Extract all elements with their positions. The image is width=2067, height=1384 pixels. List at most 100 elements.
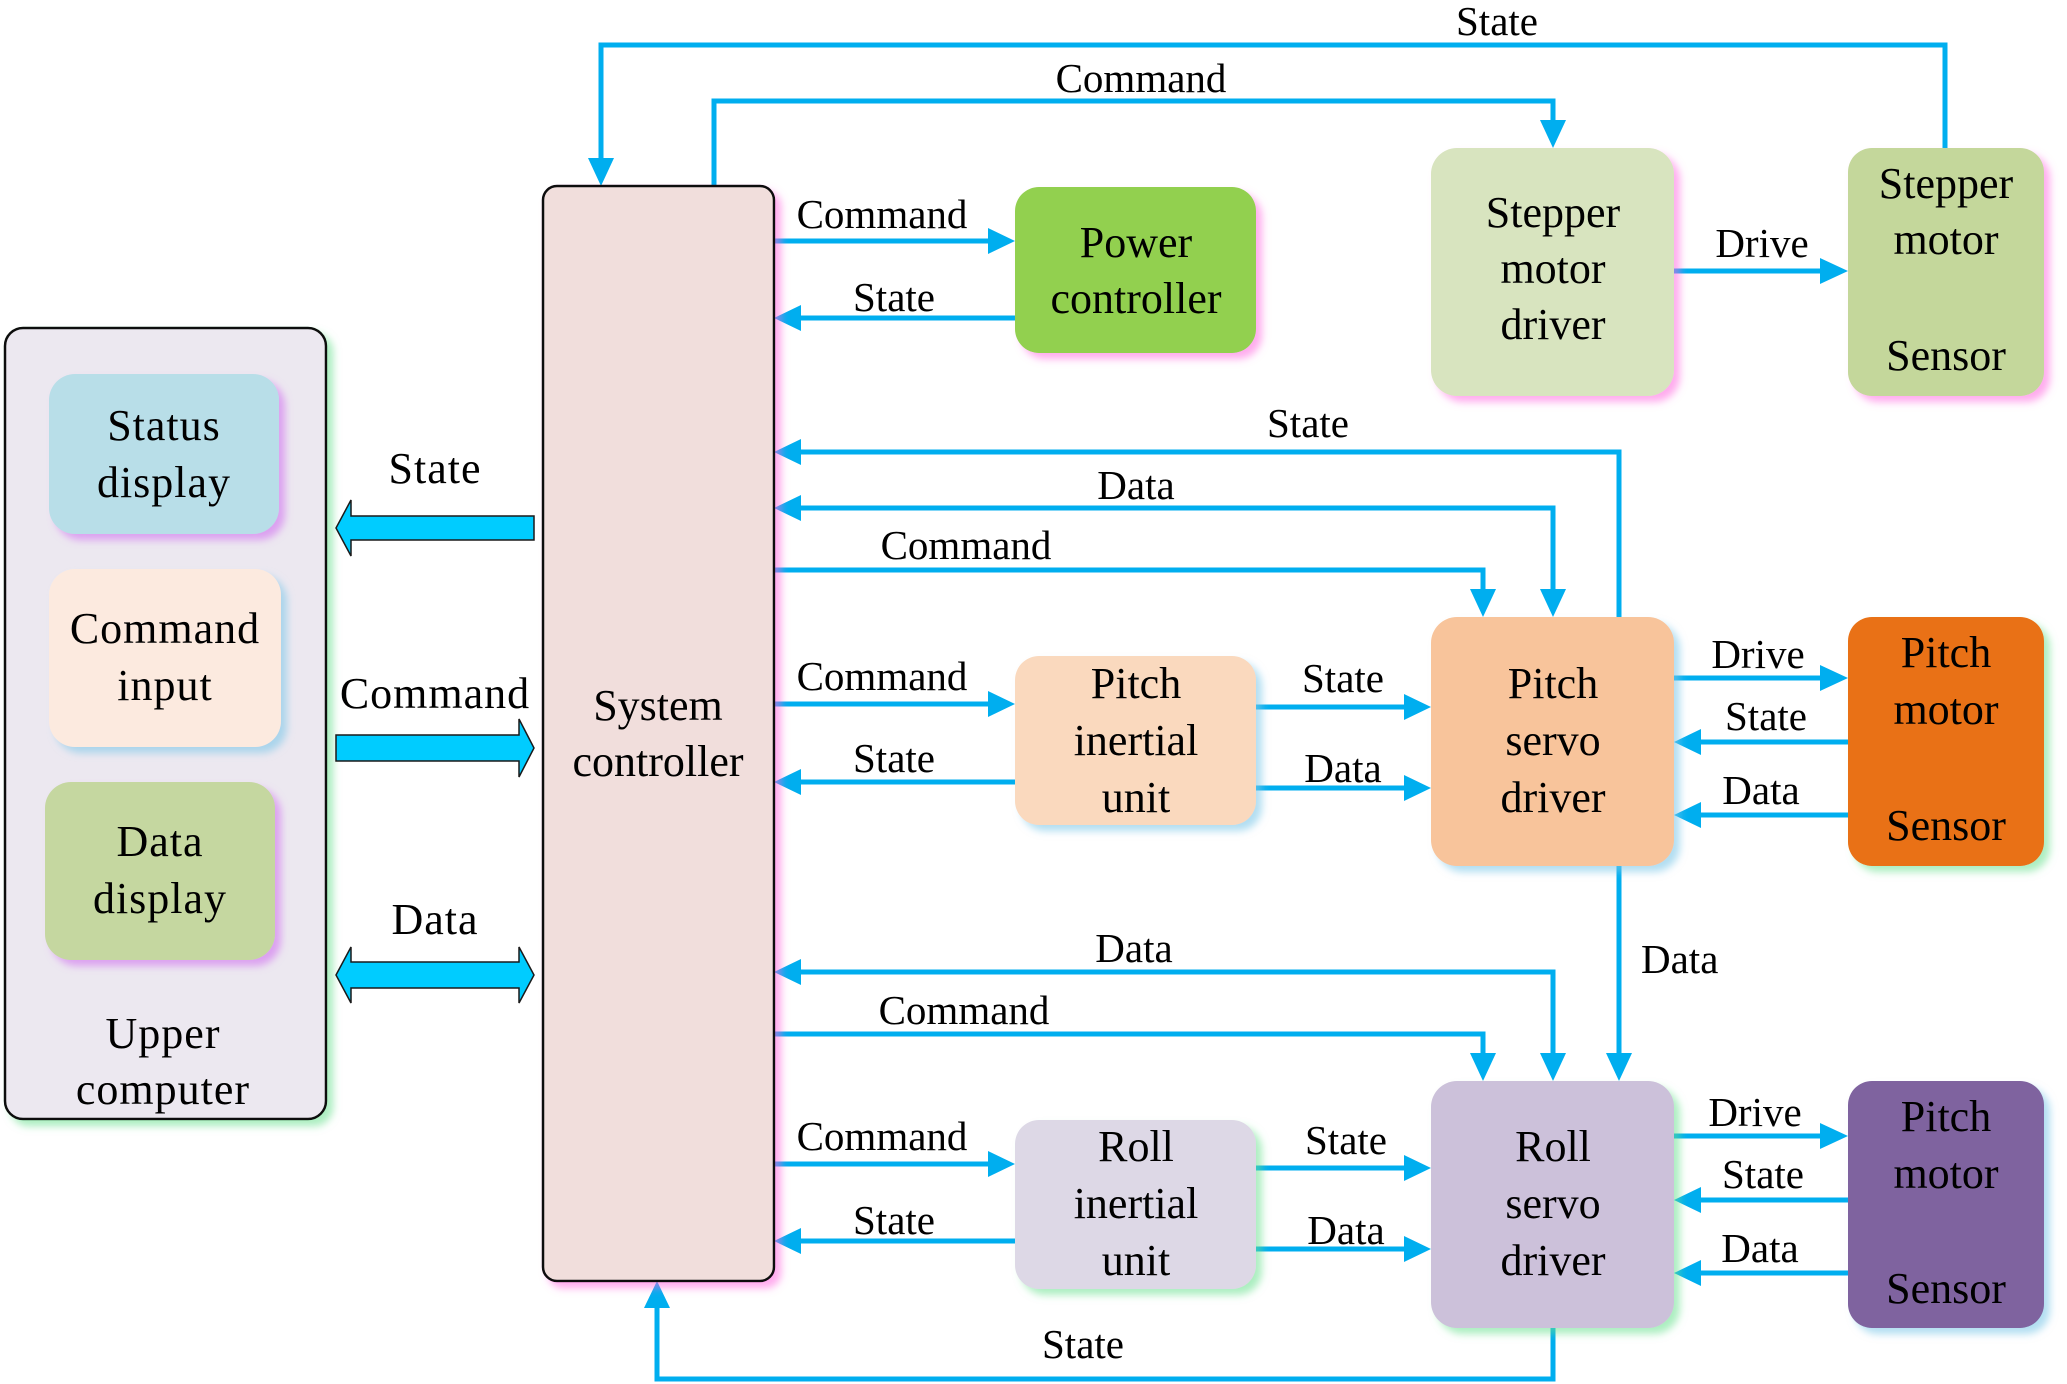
node-label-line: Roll [1515, 1122, 1591, 1171]
edge-label: State [389, 444, 482, 493]
roll-inertial-unit[interactable]: Roll inertial unit [1015, 1120, 1256, 1289]
arrowhead-icon [1674, 802, 1701, 828]
arrowhead-icon [1674, 1260, 1701, 1286]
node-label-line: Stepper [1879, 159, 2014, 208]
upper-computer[interactable]: Status display Command input Data displa… [3, 326, 328, 1121]
arrowhead-icon [774, 959, 801, 985]
arrowhead-icon [988, 691, 1015, 717]
node-label-line: servo [1505, 716, 1600, 765]
pitch-servo-driver[interactable]: Pitch servo driver [1431, 617, 1674, 866]
node-label-line: Upper [106, 1009, 221, 1058]
node-label-line: Pitch [1901, 1092, 1991, 1141]
edge-label: State [1456, 0, 1538, 44]
edge-label: State [1305, 1117, 1387, 1163]
edge-roll-motor-data: Data [1674, 1225, 1848, 1286]
node-label-line: inertial [1074, 716, 1199, 765]
pitch-inertial-unit[interactable]: Pitch inertial unit [1015, 656, 1256, 825]
edge-roll-motor-state: State [1674, 1151, 1848, 1213]
edge-uc-data: Data [335, 895, 535, 1004]
edge-label: Data [1304, 745, 1381, 791]
edge-label: Data [1641, 936, 1718, 982]
arrowhead-icon [1674, 729, 1701, 755]
roll-inertial-box [1015, 1120, 1256, 1289]
edge-label: Command [797, 1113, 968, 1159]
node-label-line: Command [70, 604, 260, 653]
edge-label: Drive [1711, 631, 1804, 677]
node-label-line: motor [1893, 685, 1998, 734]
stepper-driver-box [1431, 148, 1674, 396]
node-label-line: Data [116, 817, 203, 866]
edge-label: Command [879, 987, 1050, 1033]
arrowhead-icon [1540, 1053, 1566, 1081]
arrowhead-icon [1470, 1053, 1496, 1081]
node-label-line: Sensor [1886, 331, 2006, 380]
edge-pitch-iu-state: State [1256, 655, 1431, 720]
fat-arrow-right-icon [335, 718, 535, 778]
arrowhead-icon [774, 305, 801, 331]
command-input-box [49, 569, 281, 747]
node-label-line: Stepper [1486, 188, 1621, 237]
command-input[interactable]: Command input [49, 569, 281, 747]
edge-pitch-state-up: State [774, 400, 1622, 617]
roll-servo-box [1431, 1081, 1674, 1328]
edge-label: Command [1056, 55, 1227, 101]
edge-pitch-motor-data: Data [1674, 767, 1848, 828]
edge-label: Command [881, 522, 1052, 568]
system-controller[interactable]: System controller [541, 184, 776, 1283]
arrowhead-icon [988, 1151, 1015, 1177]
node-label-line: Pitch [1901, 628, 1991, 677]
edge-roll-iu-state: State [1256, 1117, 1431, 1181]
arrowhead-icon [1540, 120, 1566, 148]
node-label-line: Power [1080, 218, 1193, 267]
status-display[interactable]: Status display [49, 374, 279, 534]
edge-roll-iu-data: Data [1256, 1207, 1431, 1262]
edge-power-state: State [774, 274, 1015, 331]
node-label-line: Pitch [1508, 659, 1598, 708]
node-label-line: computer [76, 1065, 250, 1114]
pitch-motor[interactable]: Pitch motor Sensor [1848, 617, 2044, 866]
edge-label: Data [1722, 767, 1799, 813]
node-label-line: System [593, 681, 723, 730]
node-label-line: driver [1500, 300, 1605, 349]
data-display[interactable]: Data display [45, 782, 275, 960]
arrowhead-icon [988, 228, 1015, 254]
edge-label: State [1302, 655, 1384, 701]
node-label-line: Pitch [1091, 659, 1181, 708]
arrowhead-icon [588, 158, 614, 186]
pitch-inertial-box [1015, 656, 1256, 825]
arrowhead-icon [1404, 694, 1431, 720]
stepper-motor-driver[interactable]: Stepper motor driver [1431, 148, 1674, 396]
status-display-box [49, 374, 279, 534]
fat-arrow-left-icon [335, 499, 535, 557]
roll-servo-driver[interactable]: Roll servo driver [1431, 1081, 1674, 1328]
arrowhead-icon [1674, 1187, 1701, 1213]
edge-label: State [853, 1197, 935, 1243]
edge-roll-data-up: Data [774, 925, 1566, 1081]
arrowhead-icon [1404, 1236, 1431, 1262]
edge-label: Data [391, 895, 478, 944]
edge-label: State [1722, 1151, 1804, 1197]
edge-roll-drive: Drive [1674, 1089, 1848, 1149]
edge-label: State [853, 735, 935, 781]
arrowhead-icon [1606, 1053, 1632, 1081]
edge-label: State [1042, 1321, 1124, 1367]
edge-roll-inertial-command: Command [774, 1113, 1015, 1177]
arrowhead-icon [644, 1281, 670, 1308]
power-controller[interactable]: Power controller [1015, 187, 1256, 353]
node-label-line: input [117, 661, 212, 710]
system-controller-box [541, 184, 776, 1283]
node-label-line: controller [572, 737, 743, 786]
node-label-line: motor [1500, 244, 1605, 293]
edge-label: Command [340, 669, 530, 718]
edge-stepper-drive: Drive [1674, 220, 1848, 284]
arrowhead-icon [1404, 775, 1431, 801]
roll-side-motor[interactable]: Pitch motor Sensor [1848, 1081, 2044, 1328]
arrowhead-icon [1820, 258, 1848, 284]
stepper-motor[interactable]: Stepper motor Sensor [1848, 148, 2044, 396]
edge-uc-command: Command [335, 669, 535, 778]
edge-label: Drive [1708, 1089, 1801, 1135]
connections: State Command Command State Drive [588, 0, 1948, 1382]
node-label-line: Roll [1098, 1122, 1174, 1171]
edge-bottom-state: State [644, 1281, 1556, 1382]
